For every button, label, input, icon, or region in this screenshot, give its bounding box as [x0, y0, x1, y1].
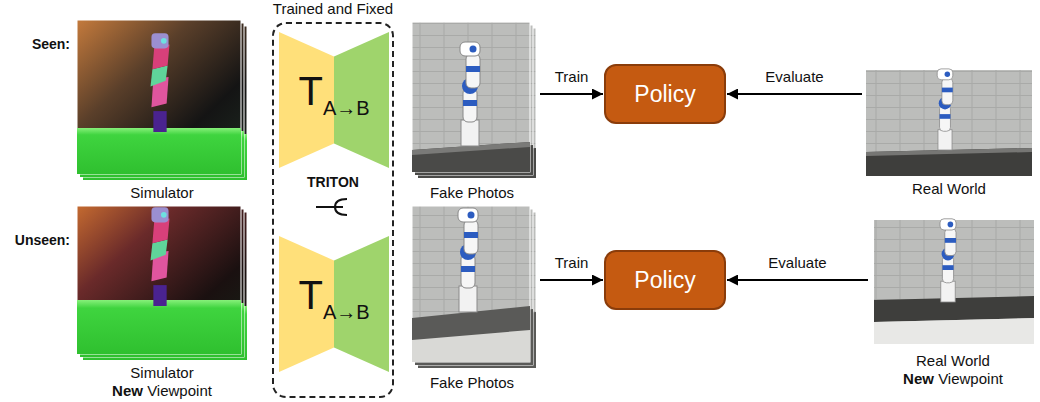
image-panel: Fake Photos — [404, 18, 540, 208]
policy-box: Policy — [604, 64, 726, 124]
edge-label: Evaluate — [766, 254, 828, 271]
caption-text: Fake Photos — [430, 374, 514, 391]
row-label: Unseen: — [15, 232, 70, 248]
caption: Simulator — [72, 184, 252, 202]
caption-line: NewViewpoint — [868, 370, 1038, 388]
caption-text: Viewpoint — [147, 382, 212, 399]
caption-text: Simulator — [130, 364, 193, 381]
arrow-connector — [540, 93, 603, 95]
caption: Fake Photos — [404, 374, 540, 392]
caption-line: Simulator — [72, 364, 252, 382]
symbol-main: T — [298, 273, 322, 317]
caption-text: Simulator — [130, 184, 193, 201]
caption: SimulatorNewViewpoint — [72, 364, 252, 400]
caption-line: Real World — [862, 180, 1036, 198]
caption-line: NewViewpoint — [72, 382, 252, 400]
policy-label: Policy — [634, 81, 695, 108]
arrow-connector — [540, 279, 603, 281]
caption-emphasis: New — [903, 370, 934, 387]
group-heading: Trained and Fixed — [273, 0, 393, 17]
caption: Real World — [862, 180, 1036, 198]
symbol-wrap: TA→B — [298, 69, 369, 120]
caption-text: Real World — [916, 352, 990, 369]
symbol-main: T — [298, 69, 322, 113]
caption-emphasis: New — [112, 382, 143, 399]
row-label: Seen: — [32, 36, 70, 52]
method-name: TRITON — [307, 174, 359, 190]
symbol-wrap: TA→B — [298, 273, 369, 324]
caption-text: Viewpoint — [938, 370, 1003, 387]
arrow-connector — [727, 93, 862, 95]
caption: Real WorldNewViewpoint — [868, 352, 1038, 388]
image-panel: Real WorldNewViewpoint — [868, 214, 1038, 400]
caption-line: Fake Photos — [404, 184, 540, 202]
symbol-subscript: A→B — [323, 97, 370, 119]
edge-label: Train — [553, 254, 591, 271]
caption: Fake Photos — [404, 184, 540, 202]
translator-network: TA→B — [279, 32, 389, 168]
caption-text: Real World — [912, 180, 986, 197]
policy-label: Policy — [634, 267, 695, 294]
caption-text: Fake Photos — [430, 184, 514, 201]
translator-network: TA→B — [279, 236, 389, 372]
edge-label: Train — [553, 68, 591, 85]
caption-line: Simulator — [72, 184, 252, 202]
caption-line: Real World — [868, 352, 1038, 370]
dashed-group: Trained and FixedTRITONTA→BTA→B — [272, 22, 394, 398]
policy-box: Policy — [604, 250, 726, 310]
heading-wrap: Trained and Fixed — [273, 0, 393, 17]
symbol-subscript: A→B — [323, 301, 370, 323]
image-panel: Fake Photos — [404, 202, 540, 398]
image-panel: Real World — [862, 66, 1036, 200]
image-panel: Simulator — [72, 18, 252, 208]
image-panel: SimulatorNewViewpoint — [72, 202, 252, 400]
edge-label: Evaluate — [763, 68, 825, 85]
name-wrap: TRITON — [307, 174, 359, 190]
arrow-connector — [727, 279, 868, 281]
caption-line: Fake Photos — [404, 374, 540, 392]
